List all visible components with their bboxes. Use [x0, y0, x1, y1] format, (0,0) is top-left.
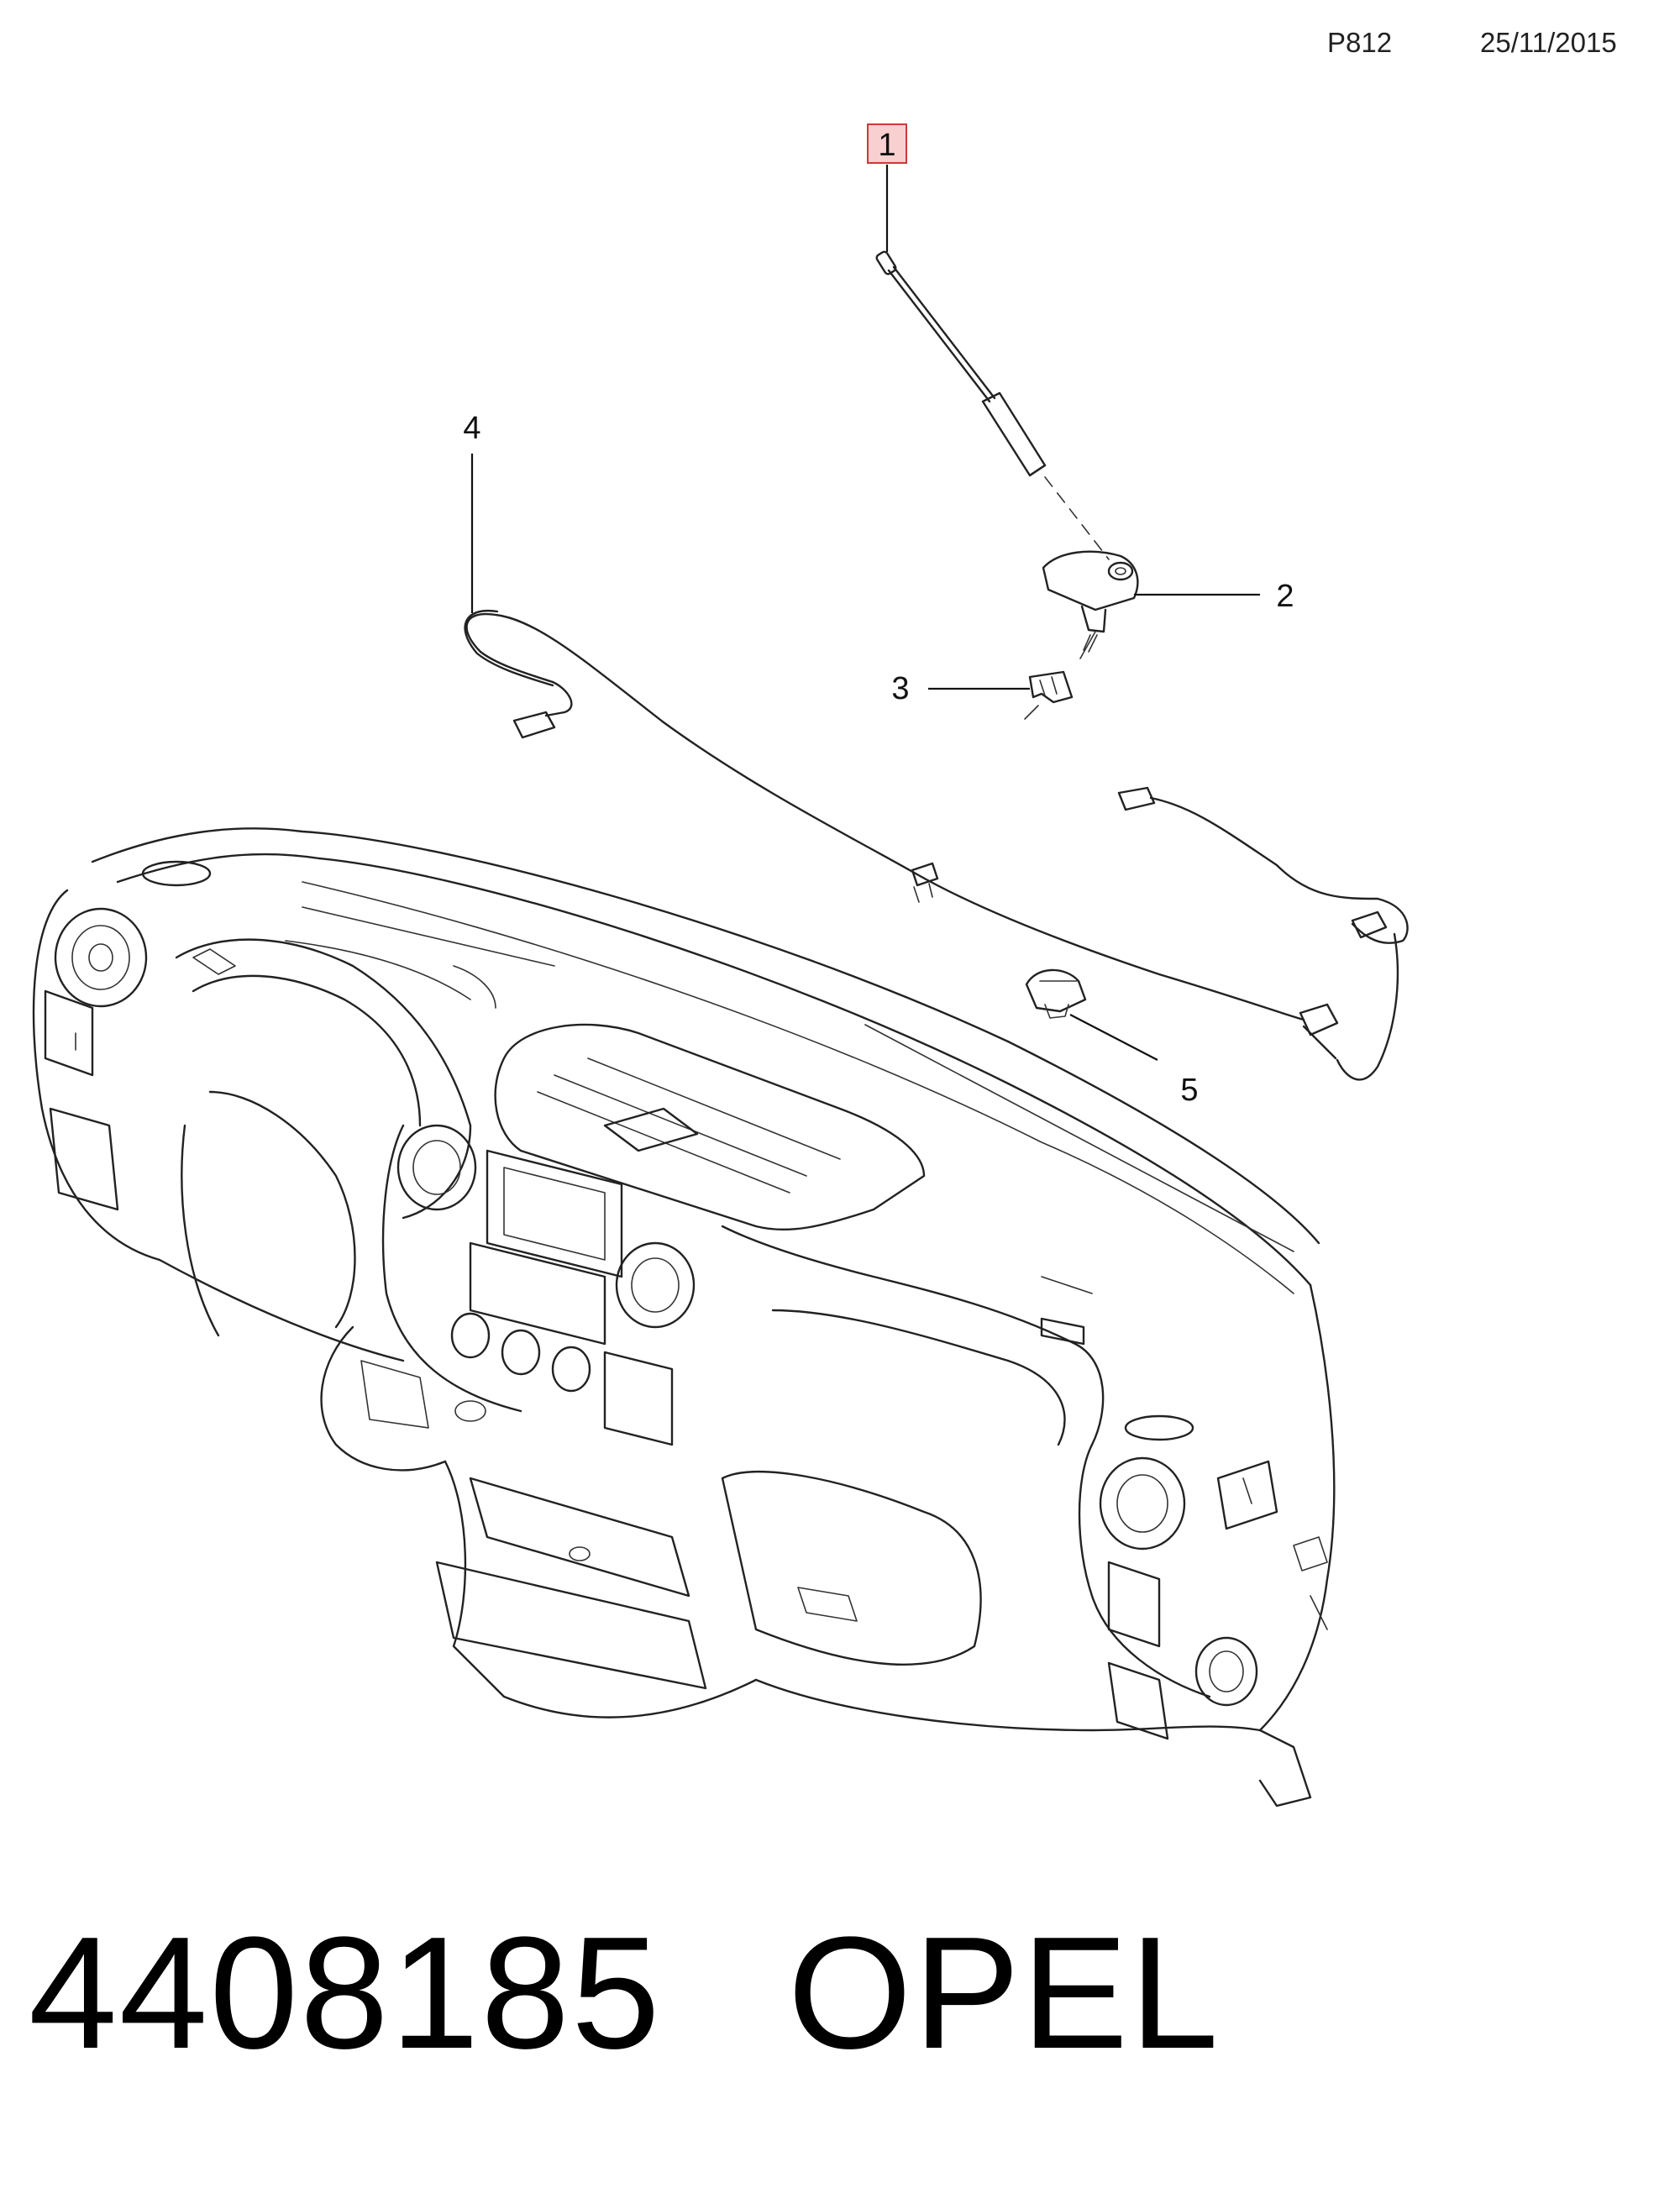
- callout-5-number: 5: [1180, 1073, 1198, 1108]
- antenna-base: [1042, 550, 1139, 659]
- callout-3[interactable]: 3: [891, 671, 1030, 706]
- callout-1[interactable]: 1: [867, 123, 907, 252]
- page-code: P812: [1327, 27, 1393, 58]
- callout-4[interactable]: 4: [463, 411, 481, 613]
- callout-2[interactable]: 2: [1134, 579, 1294, 614]
- callout-1-number: 1: [878, 128, 895, 163]
- cable-grommet: [1025, 968, 1087, 1019]
- callout-1-highlight-box: [867, 123, 907, 164]
- callout-4-number: 4: [463, 411, 480, 446]
- part-number: 4408185: [29, 1904, 662, 2082]
- retaining-clip: [1024, 670, 1074, 720]
- page-date: 25/11/2015: [1480, 27, 1617, 58]
- callout-2-number: 2: [1276, 579, 1294, 614]
- brand-name: OPEL: [787, 1904, 1221, 2082]
- callout-5[interactable]: 5: [1069, 1014, 1199, 1108]
- antenna-cable: [464, 609, 1409, 1081]
- callout-3-number: 3: [891, 671, 909, 706]
- dashboard-illustration: [32, 827, 1336, 1808]
- antenna-rod: [875, 250, 1110, 560]
